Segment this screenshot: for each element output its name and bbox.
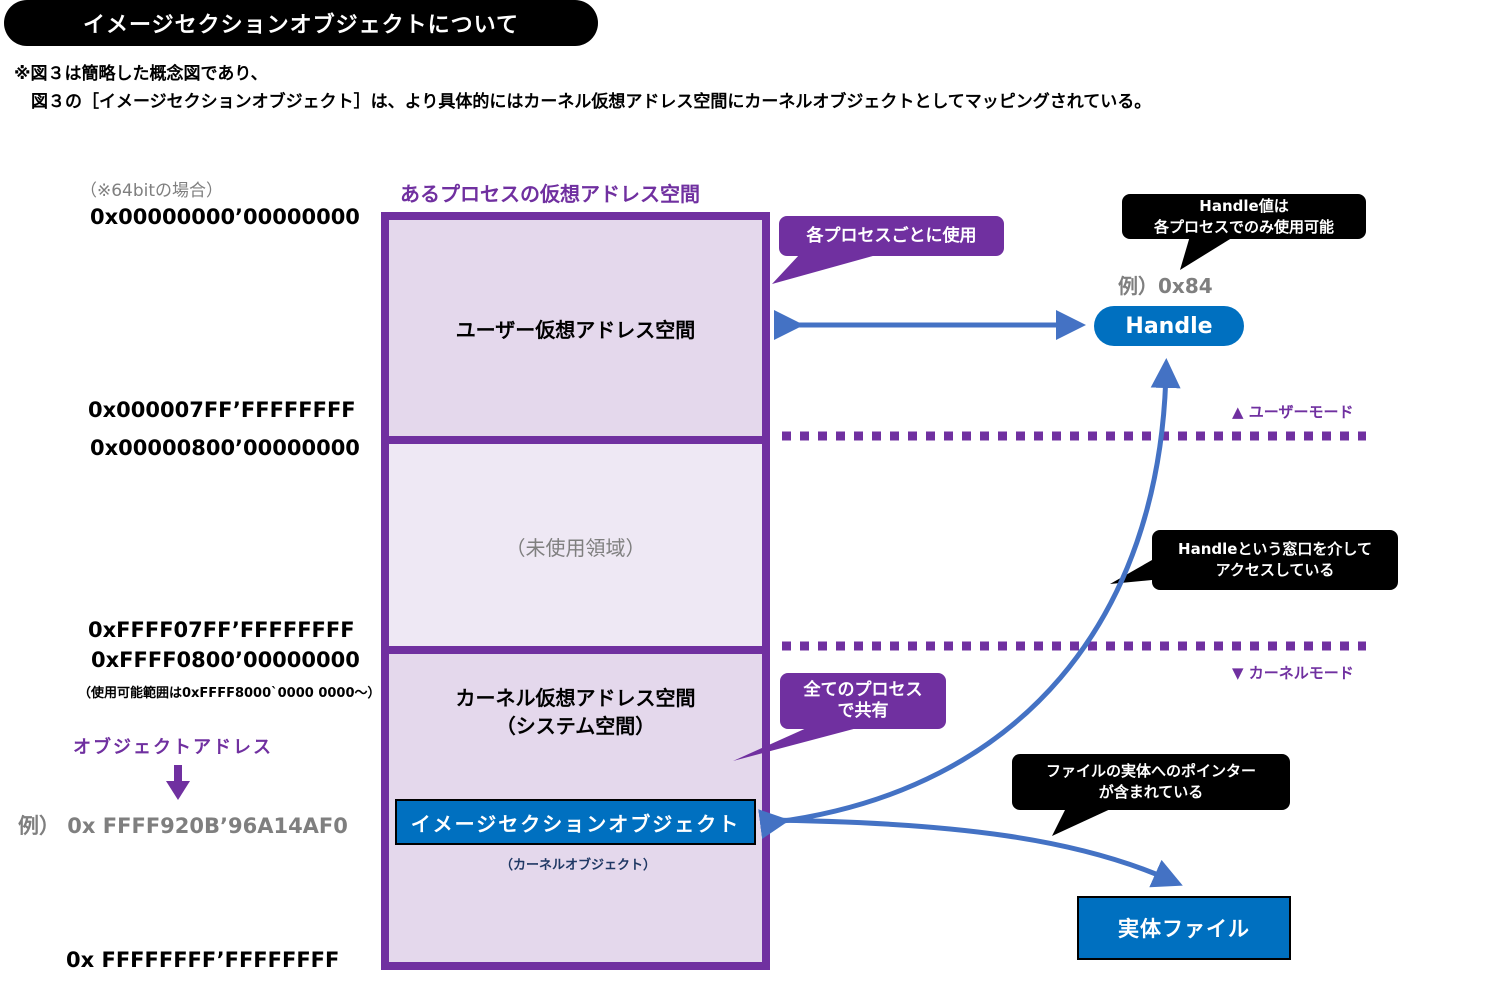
file-pointer-callout: ファイルの実体へのポインター が含まれている (1012, 754, 1290, 810)
user-space-band: ユーザー仮想アドレス空間 (389, 220, 762, 436)
handle-scope-callout-tail (1180, 236, 1235, 270)
shared-callout-line2: で共有 (837, 701, 889, 721)
handle-access-line2: アクセスしている (1215, 561, 1335, 579)
kernel-space-label-line2: （システム空間） (495, 714, 656, 738)
address-user-end: 0x000007FF’FFFFFFFF (88, 398, 356, 422)
divider-unused-kernel (381, 646, 770, 654)
arch-note: （※64bitの場合） (80, 181, 224, 201)
image-section-object[interactable]: イメージセクションオブジェクト (395, 799, 756, 845)
address-kernel-start: 0xFFFF0800’00000000 (91, 648, 360, 672)
file-pointer-line2: が含まれている (1098, 783, 1204, 801)
handle-scope-callout: Handle値は 各プロセスでのみ使用可能 (1122, 194, 1366, 239)
per-process-callout-text: 各プロセスごとに使用 (806, 225, 977, 246)
kernel-mode-label: ▼ カーネルモード (1232, 664, 1354, 682)
real-file-node[interactable]: 実体ファイル (1077, 896, 1291, 960)
handle-example: 例）0x84 (1118, 274, 1213, 298)
divider-user-unused (381, 436, 770, 444)
shared-callout: 全てのプロセス で共有 (780, 673, 946, 729)
handle-scope-line1: Handle値は (1199, 196, 1289, 215)
kernel-space-label: カーネル仮想アドレス空間 （システム空間） (389, 684, 762, 740)
unused-band: （未使用領域） (389, 444, 762, 646)
kernel-object-note: （カーネルオブジェクト） (500, 858, 657, 873)
unused-label: （未使用領域） (505, 536, 646, 560)
user-space-label: ユーザー仮想アドレス空間 (455, 317, 696, 342)
address-kernel-end: 0x FFFFFFFF’FFFFFFFF (66, 948, 340, 972)
address-unused-start: 0x00000800’00000000 (90, 436, 360, 460)
address-unused-end: 0xFFFF07FF’FFFFFFFF (88, 618, 355, 642)
shared-callout-line1: 全てのプロセス (803, 680, 923, 700)
kernel-space-band: カーネル仮想アドレス空間 （システム空間） (389, 654, 762, 962)
address-space-title: あるプロセスの仮想アドレス空間 (400, 182, 700, 206)
handle-node[interactable]: Handle (1094, 306, 1244, 346)
object-address-example: 例） 0x FFFF920B’96A14AF0 (18, 814, 348, 838)
handle-access-callout: Handleという窓口を介して アクセスしている (1152, 530, 1398, 590)
explanatory-note: ※図３は簡略した概念図であり、 図３の［イメージセクションオブジェクト］は、より… (14, 60, 1151, 116)
note-line-2: 図３の［イメージセクションオブジェクト］は、より具体的にはカーネル仮想アドレス空… (14, 92, 1152, 112)
address-user-start: 0x00000000’00000000 (90, 205, 360, 229)
handle-access-line1: Handleという窓口を介して (1178, 540, 1372, 558)
kernel-usable-range-note: （使用可能範囲は0xFFFF8000`0000 0000～） (78, 686, 381, 701)
handle-scope-line2: 各プロセスでのみ使用可能 (1153, 217, 1334, 236)
section-title: イメージセクションオブジェクトについて (4, 0, 598, 46)
down-arrow-icon (166, 765, 190, 800)
note-line-1: ※図３は簡略した概念図であり、 (14, 64, 268, 84)
per-process-callout: 各プロセスごとに使用 (779, 216, 1004, 256)
user-mode-label: ▲ ユーザーモード (1232, 403, 1354, 421)
object-file-arrow (759, 817, 1183, 888)
object-address-label: オブジェクトアドレス (73, 737, 273, 758)
virtual-address-space: ユーザー仮想アドレス空間 （未使用領域） カーネル仮想アドレス空間 （システム空… (381, 212, 770, 970)
per-process-callout-tail (772, 254, 880, 284)
file-pointer-line1: ファイルの実体へのポインター (1045, 762, 1256, 780)
kernel-space-label-line1: カーネル仮想アドレス空間 (455, 686, 696, 710)
object-handle-arrow (758, 358, 1181, 839)
